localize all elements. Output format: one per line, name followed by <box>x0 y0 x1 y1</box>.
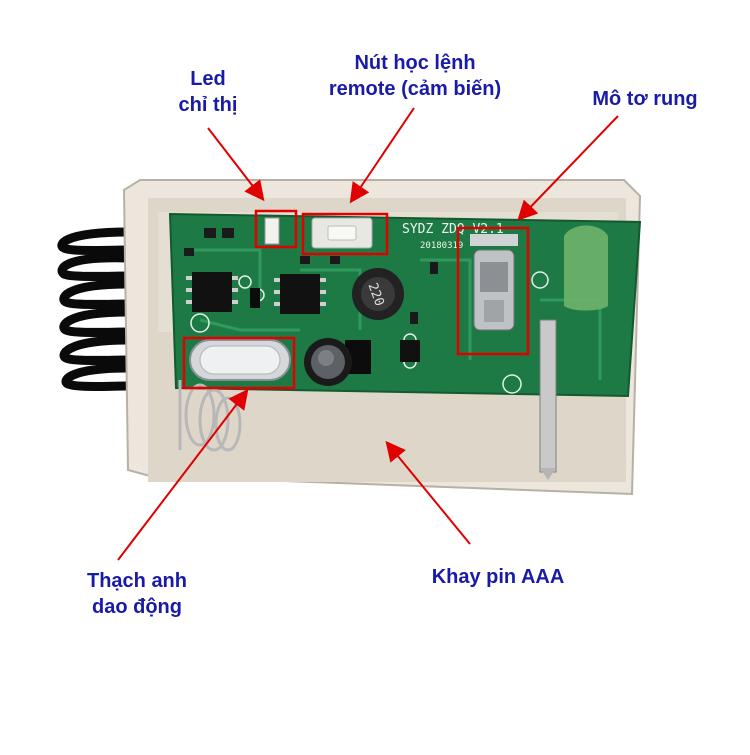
label-led: Led chỉ thị <box>148 66 268 118</box>
antenna-wire <box>57 227 135 391</box>
highlight-button <box>301 212 389 256</box>
label-led-line2: chỉ thị <box>178 94 238 116</box>
highlight-motor <box>456 226 530 356</box>
green-led <box>564 225 608 311</box>
transistor <box>400 340 420 362</box>
chip-2 <box>280 274 320 314</box>
label-crystal-line1: Thạch anh <box>86 570 187 592</box>
board-date-text: 20180319 <box>420 241 463 251</box>
label-vibration-motor: Mô tơ rung <box>570 86 720 112</box>
inductor: 220 <box>352 268 404 320</box>
arrow-led <box>207 127 265 202</box>
board-brand-text: SYDZ ZDQ V2.1 <box>402 222 504 237</box>
highlight-boxes <box>182 209 530 390</box>
label-crystal: Thạch anh dao động <box>62 568 212 620</box>
vibration-motor-component <box>470 234 518 331</box>
label-learn-button: Nút học lệnh remote (cảm biến) <box>300 50 530 102</box>
arrow-battery <box>385 440 471 545</box>
annotation-arrows <box>117 107 619 561</box>
capacitor <box>304 338 352 386</box>
pcb-board: 220 <box>168 212 642 480</box>
highlight-crystal <box>182 336 296 390</box>
arrow-button <box>349 107 415 204</box>
highlight-led <box>254 209 298 249</box>
label-led-line1: Led <box>190 68 226 90</box>
learn-button <box>311 217 373 249</box>
arrow-motor <box>517 115 619 221</box>
label-motor-line1: Mô tơ rung <box>592 88 698 110</box>
crystal-oscillator-component <box>189 339 291 381</box>
battery-spring <box>178 380 242 452</box>
label-battery-line1: Khay pin AAA <box>431 566 565 588</box>
led-indicator <box>264 217 280 245</box>
label-crystal-line2: dao động <box>92 596 182 618</box>
label-battery-tray: Khay pin AAA <box>398 564 598 590</box>
label-button-line1: Nút học lệnh <box>354 52 476 74</box>
label-button-line2: remote (cảm biến) <box>328 78 502 100</box>
chip-1 <box>192 272 232 312</box>
arrow-crystal <box>117 388 249 561</box>
battery-terminal-right <box>539 319 557 480</box>
